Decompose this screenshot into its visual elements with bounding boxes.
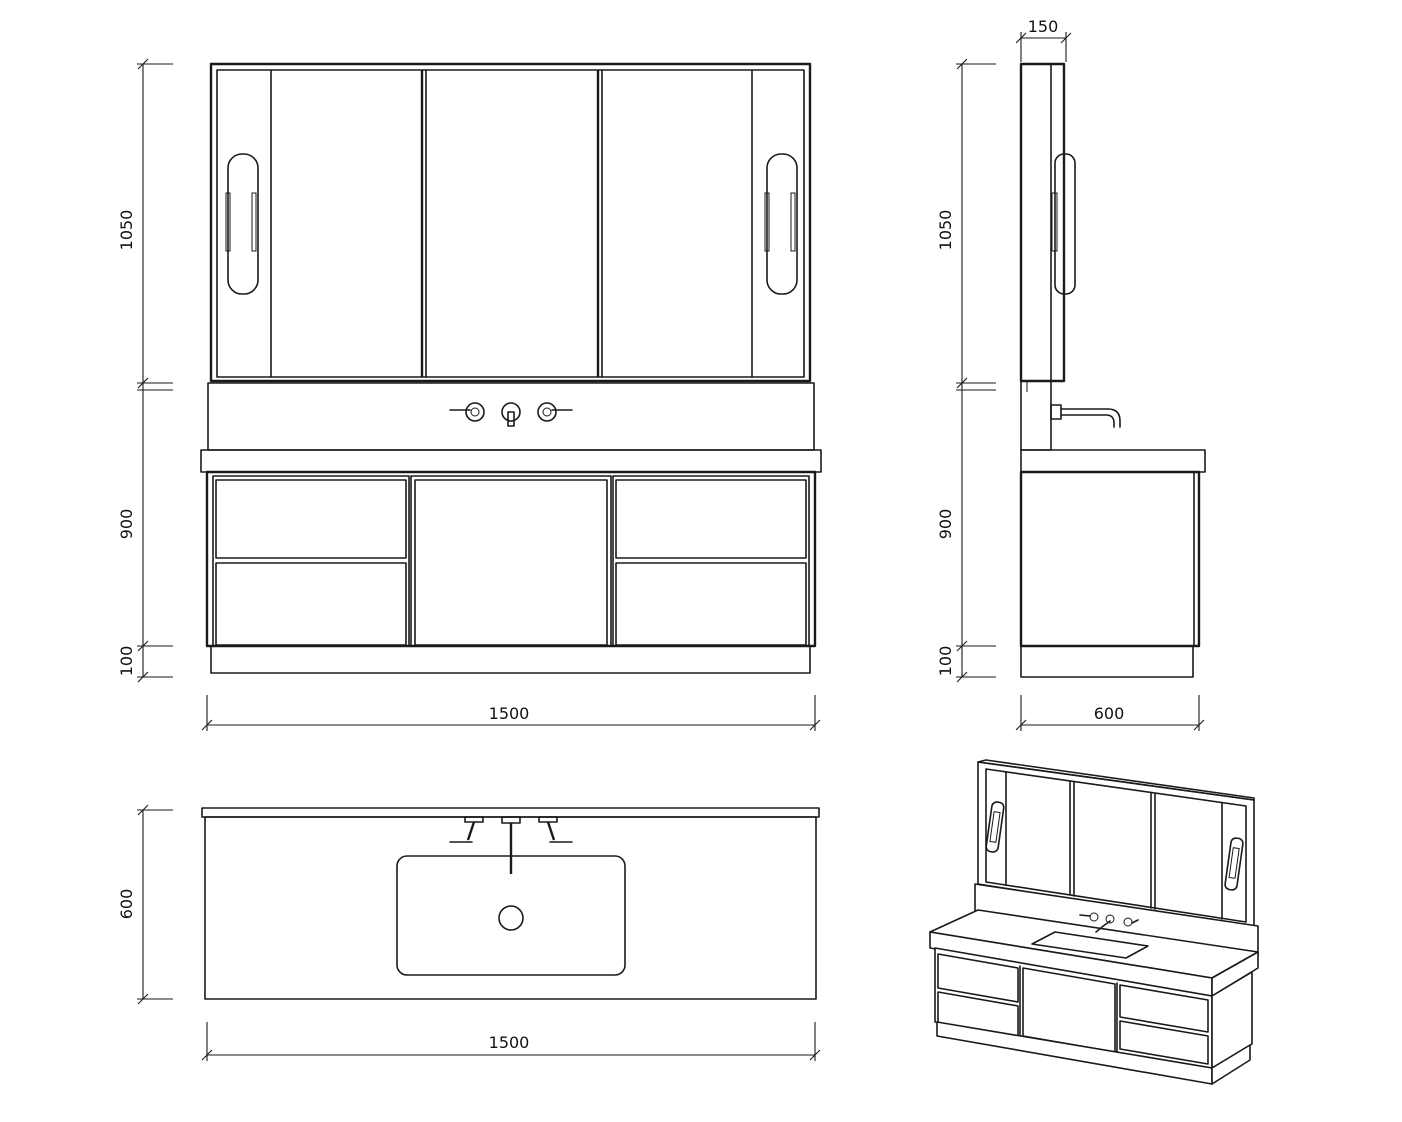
side-mirror [1019, 62, 1076, 383]
front-width-label: 1500 [489, 704, 530, 723]
top-taps [449, 816, 573, 874]
drain-icon [498, 905, 524, 931]
left-light-icon [225, 153, 259, 295]
front-mirror-cabinet [209, 62, 812, 383]
top-basin [396, 855, 626, 976]
side-height-plinth-label: 100 [936, 646, 955, 677]
left-tap-icon [449, 402, 485, 422]
side-cabinet [1019, 470, 1201, 648]
side-backsplash [1020, 380, 1121, 451]
top-view: 600 1500 [117, 804, 821, 1061]
perspective-view [929, 759, 1259, 1085]
side-depth-mirror-label: 150 [1028, 17, 1059, 36]
side-countertop [1020, 449, 1206, 473]
top-depth-label: 600 [117, 889, 136, 920]
right-tap-icon [537, 402, 573, 422]
front-countertop [200, 449, 822, 473]
front-plinth [210, 645, 811, 674]
side-depth-cabinet-label: 600 [1094, 704, 1125, 723]
side-height-cabinet-label: 900 [936, 509, 955, 540]
side-view: 150 1050 900 100 600 [936, 17, 1206, 731]
front-height-mirror-label: 1050 [117, 210, 136, 251]
side-dimension-lines [956, 32, 1205, 731]
front-vanity-cabinet [205, 470, 817, 648]
front-dimension-lines [137, 58, 821, 731]
spout-icon [501, 402, 521, 427]
front-view: 1050 900 100 1500 [117, 58, 822, 731]
front-height-cabinet-label: 900 [117, 509, 136, 540]
right-light-icon [764, 153, 798, 295]
top-dimension-lines [137, 804, 821, 1061]
side-plinth [1020, 645, 1194, 678]
side-spout-icon [1050, 404, 1121, 428]
side-height-mirror-label: 1050 [936, 210, 955, 251]
top-width-label: 1500 [489, 1033, 530, 1052]
front-height-plinth-label: 100 [117, 646, 136, 677]
perspective-cabinet [934, 947, 1253, 1069]
front-backsplash [207, 382, 815, 451]
perspective-taps-icon [1079, 912, 1139, 933]
